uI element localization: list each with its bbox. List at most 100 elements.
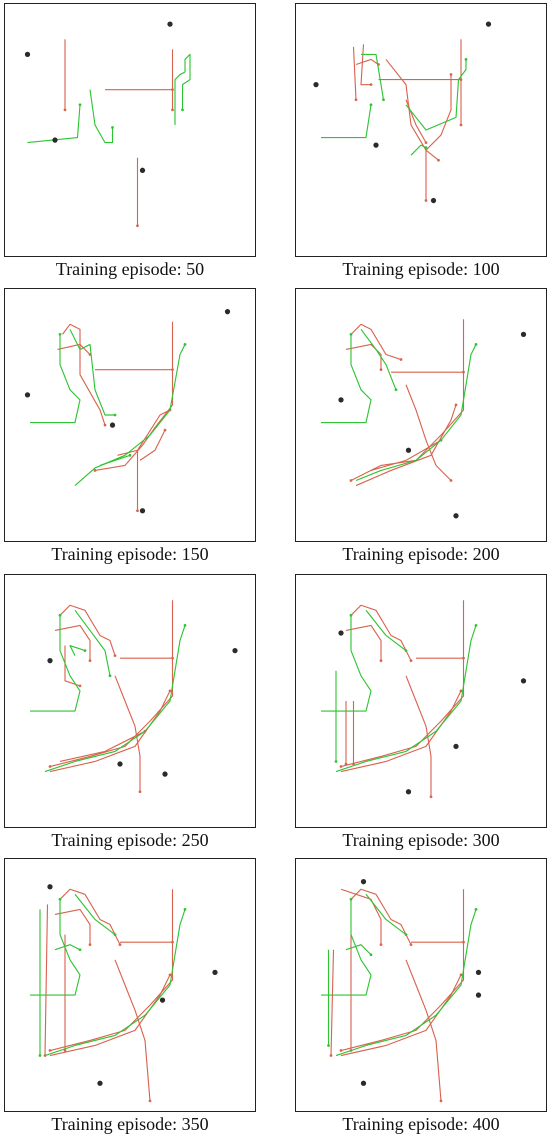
trajectory-end-marker	[48, 765, 52, 768]
green-trajectory-11	[365, 893, 407, 936]
trajectory-end-marker	[344, 762, 348, 766]
trajectory-end-marker	[379, 943, 383, 947]
trajectory-end-marker	[334, 760, 338, 763]
red-trajectory-5	[405, 675, 432, 797]
green-trajectory-8	[321, 899, 372, 996]
red-trajectory-0	[350, 323, 402, 361]
trajectory-end-marker	[111, 126, 114, 129]
trajectory-plot-frame	[295, 858, 547, 1112]
panel-episode-400: Training episode: 400	[295, 858, 547, 1138]
trajectory-end-marker	[352, 762, 355, 766]
red-trajectory-4	[340, 974, 462, 1057]
goal-dot-3	[97, 1080, 103, 1086]
green-trajectory-11	[69, 644, 86, 656]
trajectory-end-marker	[369, 83, 373, 87]
red-trajectory-1	[340, 888, 382, 945]
trajectory-end-marker	[379, 368, 383, 372]
panel-episode-50: Training episode: 50	[4, 3, 256, 283]
trajectory-end-marker	[48, 1049, 52, 1052]
red-trajectory-0	[59, 604, 116, 656]
trajectory-end-marker	[168, 689, 172, 693]
trajectory-end-marker	[138, 790, 142, 794]
trajectory-end-marker	[349, 613, 353, 617]
green-trajectory-8	[69, 329, 115, 416]
trajectory-plot-frame	[4, 574, 256, 828]
trajectory-end-marker	[474, 624, 478, 627]
trajectory-end-marker	[183, 624, 187, 627]
panel-episode-300: Training episode: 300	[295, 574, 547, 854]
goal-dot-0	[47, 658, 53, 664]
trajectory-end-marker	[459, 973, 463, 977]
trajectory-end-marker	[38, 1054, 42, 1057]
trajectory-end-marker	[136, 509, 139, 513]
goal-dot-2	[159, 997, 166, 1003]
goal-dot-2	[109, 422, 116, 428]
trajectory-end-marker	[474, 343, 478, 346]
trajectory-end-marker	[349, 479, 353, 482]
goal-dot-3	[453, 513, 459, 519]
goal-dot-0	[338, 630, 344, 636]
green-trajectory-9	[335, 625, 477, 773]
goal-dot-1	[224, 309, 231, 315]
red-trajectory-4	[49, 600, 174, 768]
trajectory-end-marker	[354, 98, 358, 102]
trajectory-end-marker	[369, 953, 373, 957]
red-trajectory-0	[352, 46, 357, 100]
trajectory-plot-frame	[295, 3, 547, 257]
goal-dot-0	[313, 81, 319, 88]
trajectory-end-marker	[449, 73, 453, 76]
goal-dot-2	[167, 21, 173, 27]
red-trajectory-5	[49, 690, 171, 773]
goal-dot-1	[485, 21, 492, 27]
green-trajectory-12	[345, 944, 372, 956]
trajectory-end-marker	[369, 103, 373, 107]
goal-dot-3	[360, 1080, 367, 1086]
trajectory-end-marker	[113, 413, 117, 417]
goal-dot-3	[139, 167, 146, 173]
trajectory-plot-frame	[4, 288, 256, 542]
goal-dot-3	[405, 789, 412, 795]
trajectory-plot	[321, 879, 482, 1103]
trajectory-plot	[30, 600, 238, 794]
trajectory-end-marker	[409, 659, 413, 663]
trajectory-plot	[321, 600, 527, 799]
goal-dot-0	[338, 397, 344, 403]
goal-dot-2	[405, 447, 412, 453]
red-trajectory-5	[114, 959, 151, 1101]
red-trajectory-1	[54, 624, 91, 661]
trajectory-end-marker	[63, 108, 67, 112]
trajectory-end-marker	[424, 199, 428, 202]
trajectory-end-marker	[437, 158, 440, 162]
trajectory-end-marker	[78, 684, 82, 688]
red-trajectory-5	[405, 99, 427, 143]
panel-episode-350: Training episode: 350	[4, 858, 256, 1138]
red-trajectory-3	[340, 600, 465, 768]
trajectory-end-marker	[78, 948, 82, 952]
green-trajectory-11	[74, 893, 116, 936]
green-trajectory-5	[89, 89, 114, 144]
trajectory-end-marker	[78, 103, 82, 107]
red-trajectory-4	[385, 59, 427, 201]
goal-dot-0	[360, 879, 367, 885]
trajectory-end-marker	[113, 654, 117, 658]
green-trajectory-9	[44, 909, 186, 1057]
trajectory-plot-frame	[4, 3, 256, 257]
trajectory-plot-frame	[295, 574, 547, 828]
trajectory-end-marker	[113, 933, 117, 936]
trajectory-end-marker	[183, 343, 187, 346]
green-trajectory-7	[30, 334, 81, 424]
green-trajectory-9	[335, 909, 477, 1057]
trajectory-end-marker	[454, 403, 458, 407]
green-trajectory-11	[365, 609, 407, 652]
trajectory-plot	[24, 21, 191, 228]
panel-caption: Training episode: 150	[51, 544, 209, 564]
red-trajectory-4	[405, 384, 452, 481]
goal-dot-2	[373, 142, 379, 148]
trajectory-end-marker	[118, 943, 122, 947]
trajectory-end-marker	[339, 765, 343, 768]
trajectory-end-marker	[329, 1054, 333, 1057]
red-trajectory-5	[405, 959, 442, 1101]
red-trajectory-1	[54, 908, 91, 945]
goal-dot-1	[232, 647, 238, 654]
goal-dot-0	[47, 884, 53, 890]
